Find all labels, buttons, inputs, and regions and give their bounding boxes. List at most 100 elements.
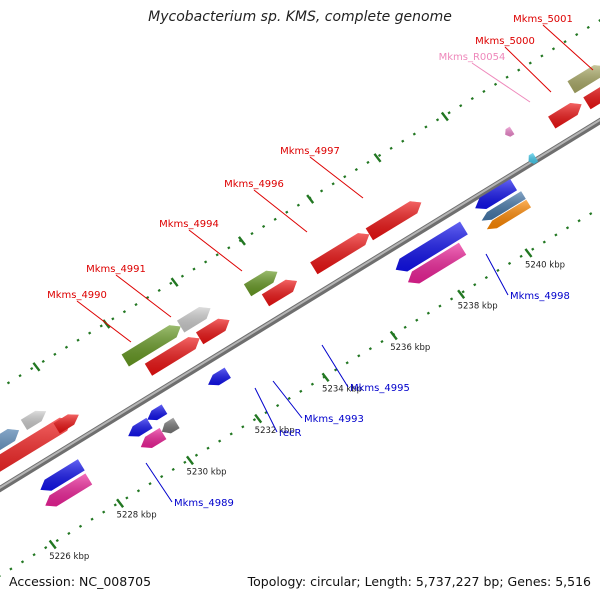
label-mkms-r0054[interactable]: Mkms_R0054 [439, 52, 506, 63]
minor-tick [122, 310, 127, 314]
minor-tick [30, 367, 34, 371]
minor-tick [470, 96, 474, 101]
label-mkms-4998[interactable]: Mkms_4998 [510, 291, 570, 302]
minor-tick [357, 354, 361, 358]
minor-tick [111, 317, 115, 321]
minor-tick [296, 203, 300, 207]
minor-tick [377, 153, 382, 157]
feature-reverse-4989-shading [40, 459, 85, 491]
minor-tick [426, 311, 430, 315]
minor-tick [227, 246, 231, 250]
feature-forward-5001-shading [583, 87, 600, 110]
minor-tick [589, 212, 593, 216]
minor-tick [88, 331, 92, 335]
minor-tick [252, 418, 257, 422]
feature-cds-4990-gray-shading [20, 410, 47, 430]
label-recr[interactable]: recR [279, 428, 302, 439]
minor-tick [215, 253, 219, 257]
minor-tick [505, 75, 509, 79]
major-tick-outer [440, 111, 449, 122]
minor-tick [169, 281, 173, 285]
minor-tick [368, 347, 372, 351]
gene-features [0, 65, 600, 507]
minor-tick [331, 182, 335, 186]
minor-tick [53, 352, 57, 356]
label-mkms-4991[interactable]: Mkms_4991 [86, 264, 146, 275]
minor-tick [484, 276, 488, 280]
label-leaders [76, 24, 594, 503]
feature-reverse-4995-shading [208, 367, 231, 386]
label-mkms-4998-leader [485, 253, 509, 296]
label-mkms-4990[interactable]: Mkms_4990 [47, 290, 107, 301]
minor-tick [125, 496, 129, 500]
scale-tick-label: 5228 kbp [117, 511, 157, 521]
minor-tick [540, 54, 544, 58]
label-mkms-4997[interactable]: Mkms_4997 [280, 146, 340, 157]
minor-tick [180, 274, 185, 278]
minor-tick [250, 231, 254, 236]
minor-tick [285, 210, 289, 214]
minor-tick [204, 260, 208, 264]
label-mkms-4995[interactable]: Mkms_4995 [350, 383, 410, 394]
minor-tick [218, 439, 222, 443]
minor-tick [319, 189, 324, 193]
minor-tick [78, 524, 83, 528]
scale-tick-label: 5232 kbp [255, 426, 295, 436]
feature-forward-5000-shading [548, 103, 582, 129]
minor-tick [102, 510, 106, 514]
minor-tick [9, 567, 13, 571]
minor-tick [551, 47, 556, 51]
feature-reverse-recR-shading [128, 417, 153, 437]
minor-tick [194, 453, 199, 457]
minor-tick [401, 139, 405, 143]
minor-tick [134, 303, 138, 307]
label-mkms-4993-leader [272, 380, 303, 419]
minor-tick [345, 361, 349, 365]
minor-tick [273, 217, 277, 221]
scale-tick-label: 5238 kbp [458, 302, 498, 312]
minor-tick [136, 489, 141, 493]
label-mkms-5001[interactable]: Mkms_5001 [513, 14, 573, 25]
minor-tick [32, 553, 36, 557]
genome-backbone [0, 117, 600, 493]
outer-tick-track [6, 19, 600, 385]
label-mkms-4996[interactable]: Mkms_4996 [224, 179, 284, 190]
gene-labels: Mkms_4990Mkms_4991Mkms_4994Mkms_4996Mkms… [47, 14, 573, 509]
minor-tick [449, 297, 454, 301]
label-mkms-4989-leader [145, 462, 173, 503]
label-mkms-4989[interactable]: Mkms_4989 [174, 498, 234, 509]
feature-cds-5001-shading [567, 65, 600, 94]
major-tick-outer [306, 194, 315, 204]
map-title: Mycobacterium sp. KMS, complete genome [148, 9, 452, 25]
minor-tick [447, 111, 451, 115]
feature-forward-4997-shading [365, 201, 422, 241]
label-mkms-4994-leader [188, 229, 243, 272]
scale-tick-label: 5236 kbp [390, 343, 430, 353]
minor-tick [76, 338, 80, 342]
scale-tick-label: 5234 kbp [322, 385, 362, 395]
label-mkms-5000[interactable]: Mkms_5000 [475, 36, 535, 47]
minor-tick [424, 125, 428, 129]
minor-tick [493, 82, 498, 86]
minor-tick [148, 482, 152, 486]
minor-tick [412, 132, 416, 136]
feature-cds-4994-shading [243, 270, 278, 297]
minor-tick [206, 446, 210, 450]
label-mkms-4993[interactable]: Mkms_4993 [304, 414, 364, 425]
minor-tick [435, 118, 440, 122]
minor-tick [90, 517, 94, 521]
feature-forward-4990-shading [53, 414, 79, 434]
major-tick-inner [389, 330, 398, 341]
label-mkms-4994[interactable]: Mkms_4994 [159, 219, 219, 230]
minor-tick [565, 226, 570, 230]
scale-tick-label: 5230 kbp [186, 468, 226, 478]
minor-tick [160, 475, 164, 479]
minor-tick [18, 374, 22, 378]
minor-tick [366, 160, 370, 165]
feature-forward-4989-shading [0, 417, 72, 472]
label-mkms-5001-leader [542, 24, 594, 71]
major-tick-inner [321, 372, 330, 383]
major-tick-outer [373, 153, 382, 163]
topology-text: Topology: circular; Length: 5,737,227 bp… [247, 574, 591, 589]
